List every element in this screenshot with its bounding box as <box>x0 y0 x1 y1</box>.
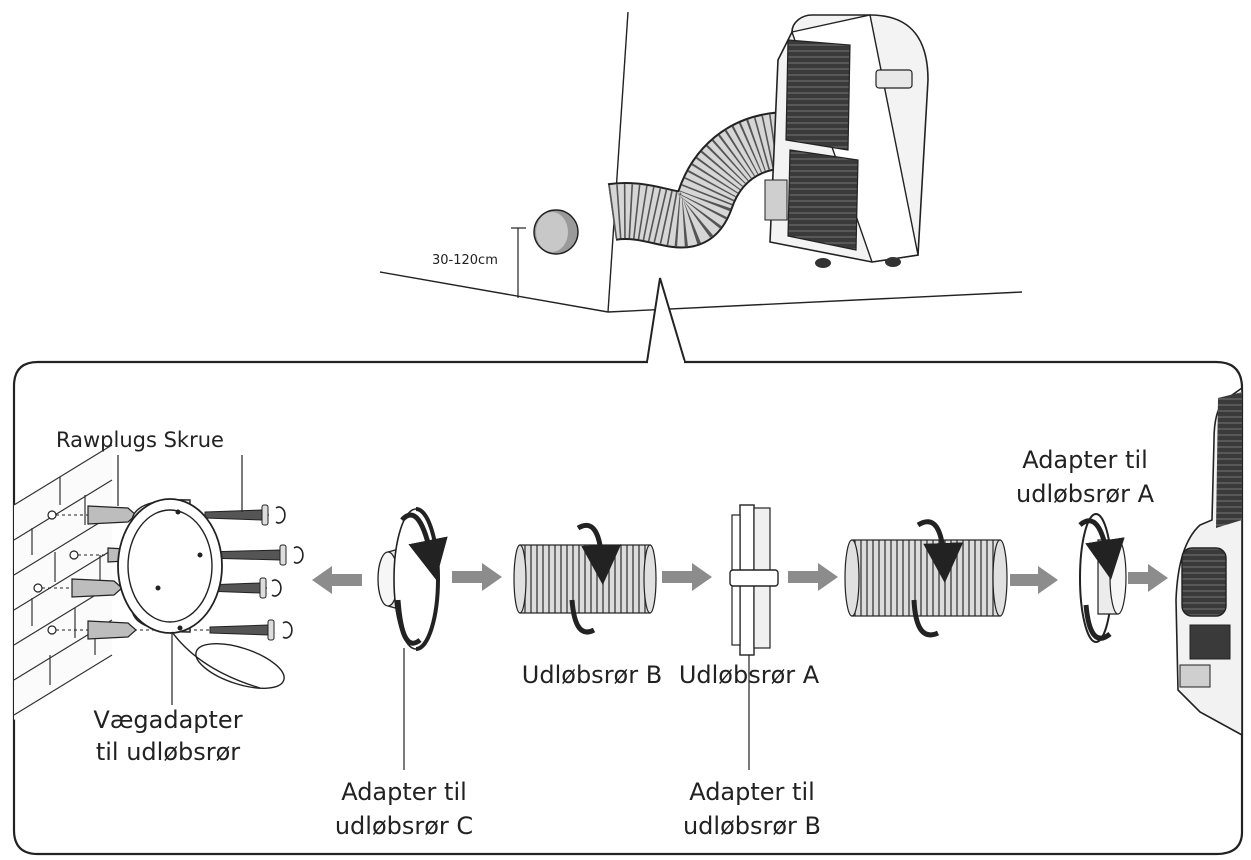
exhaust-hose-top <box>607 111 792 249</box>
screw-icon <box>204 504 287 641</box>
wall-corner-line <box>607 11 629 313</box>
rawplugs-and-screws <box>33 455 304 641</box>
adapter-b-label-line1: Adapter til <box>689 778 815 806</box>
hose-b-label: Udløbsrør B <box>522 661 662 689</box>
hose-a-label: Udløbsrør A <box>679 661 820 689</box>
right-arrow-icon <box>788 563 838 591</box>
adapter-a-label-line2: udløbsrør A <box>1016 480 1155 508</box>
portable-ac-unit-icon <box>764 14 929 268</box>
room-scene: 30-120cm <box>379 11 1023 313</box>
hose-b-part <box>513 522 657 635</box>
hose-a-part <box>844 519 1008 638</box>
floor-right-line <box>607 291 1023 313</box>
detail-callout-frame <box>12 360 1244 856</box>
adapter-c-label-line1: Adapter til <box>341 778 467 806</box>
right-arrow-icon <box>662 563 712 591</box>
adapter-a-part <box>1078 513 1127 643</box>
floor-left-line <box>379 271 609 313</box>
wall-adapter-label-line2: til udløbsrør <box>96 738 240 766</box>
washer-icon <box>271 506 304 639</box>
adapter-b-part <box>729 504 779 770</box>
right-arrow-icon <box>1010 566 1058 594</box>
height-dimension: 30-120cm <box>432 227 526 298</box>
adapter-a-label-line1: Adapter til <box>1022 446 1148 474</box>
adapter-c-part <box>377 507 448 770</box>
callout-pointer <box>646 277 686 363</box>
right-arrow-icon <box>1128 564 1168 592</box>
right-arrow-icon <box>452 563 502 591</box>
height-range-label: 30-120cm <box>432 253 498 268</box>
left-arrow-icon <box>312 566 362 594</box>
ac-unit-side-icon <box>1175 386 1243 737</box>
wall-adapter-plate <box>117 498 285 705</box>
rawplugs-screw-label: Rawplugs Skrue <box>56 428 224 452</box>
adapter-c-label-line2: udløbsrør C <box>335 812 473 840</box>
wall-adapter-label-line1: Vægadapter <box>93 706 242 734</box>
rawplug-icon <box>71 505 137 640</box>
wall-hole-icon <box>533 209 579 255</box>
adapter-b-label-line2: udløbsrør B <box>683 812 821 840</box>
